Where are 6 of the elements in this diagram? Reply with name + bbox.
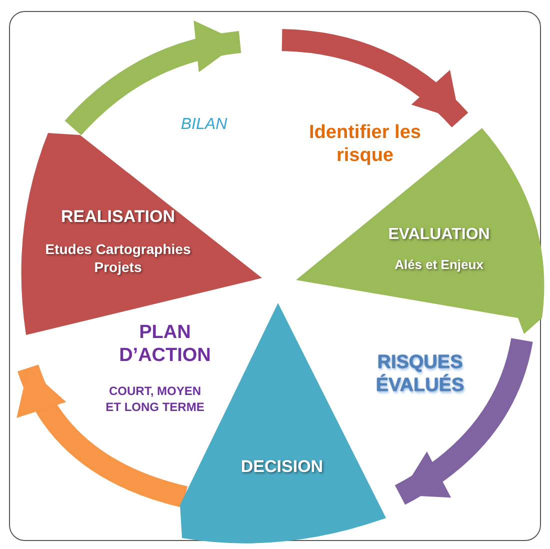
curved-arrow <box>281 29 468 128</box>
curved-arrow <box>394 338 533 505</box>
curved-arrow <box>18 364 188 508</box>
cycle-label: RISQUES ÉVALUÉS <box>374 352 466 398</box>
cycle-label: COURT, MOYEN ET LONG TERME <box>104 384 206 416</box>
stage-title: DECISION <box>240 458 324 477</box>
